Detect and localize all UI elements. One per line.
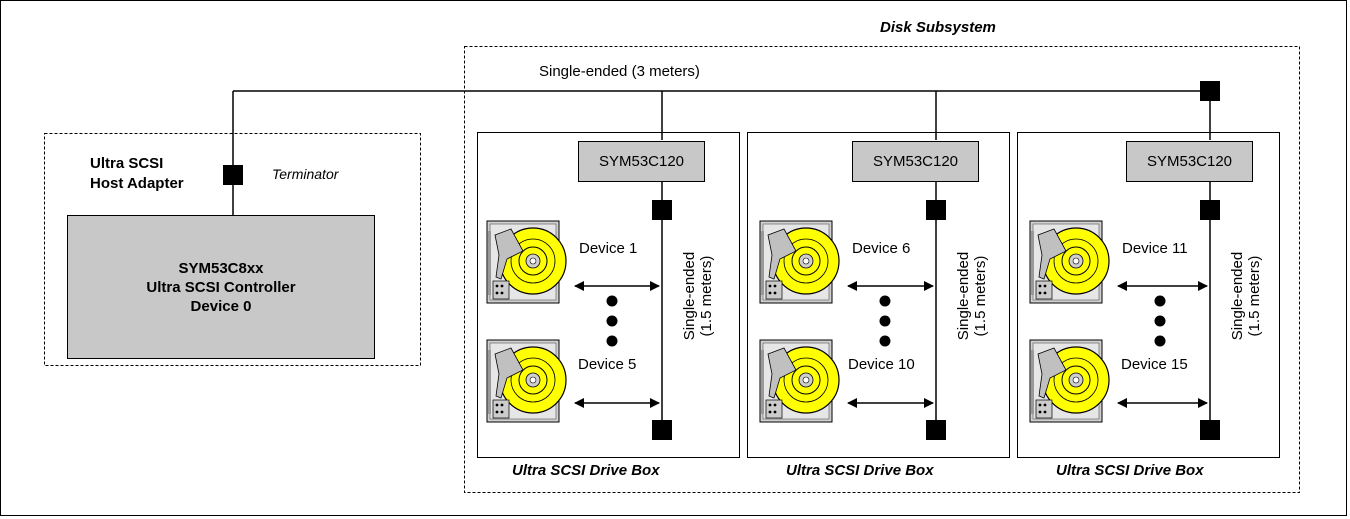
internal-buses [661, 182, 1211, 424]
hard-drive-icon [759, 339, 840, 423]
ellipsis-dots [606, 295, 1166, 347]
terminator-icon [652, 200, 672, 220]
hard-drive-icon [1029, 220, 1110, 304]
main-bus-label: Single-ended (3 meters) [539, 63, 700, 80]
device-label-top: Device 11 [1122, 240, 1188, 257]
device-label-bottom: Device 10 [848, 356, 915, 373]
terminator-icon [926, 420, 946, 440]
expander-chip: SYM53C120 [1126, 141, 1253, 182]
drive-box-caption: Ultra SCSI Drive Box [512, 462, 660, 479]
drive-box-2-outline [747, 132, 1010, 458]
terminators [223, 81, 1220, 440]
drive-box-caption: Ultra SCSI Drive Box [1056, 462, 1204, 479]
hard-drive-icon [1029, 339, 1110, 423]
terminator-label: Terminator [272, 166, 339, 182]
expander-chip: SYM53C120 [578, 141, 705, 182]
expander-chip: SYM53C120 [852, 141, 979, 182]
main-bus [232, 90, 1211, 215]
drive-box-1-outline [477, 132, 740, 458]
device-label-bottom: Device 15 [1121, 356, 1188, 373]
controller-line2: Ultra SCSI Controller [146, 278, 296, 296]
terminator-icon [926, 200, 946, 220]
hard-drive-icon [486, 339, 567, 423]
device-label-top: Device 6 [852, 240, 911, 257]
terminator-icon [1200, 420, 1220, 440]
disk-subsystem-outline [464, 46, 1300, 493]
disk-subsystem-title: Disk Subsystem [880, 19, 996, 36]
box-bus-label: Single-ended (1.5 meters) [955, 251, 989, 341]
terminator-icon [652, 420, 672, 440]
host-adapter-title-line1: Ultra SCSI [90, 155, 164, 172]
box-bus-label: Single-ended (1.5 meters) [1229, 251, 1263, 341]
device-links [574, 281, 1208, 408]
drive-box-3-outline [1017, 132, 1280, 458]
hard-drive-icon [759, 220, 840, 304]
bus-end-terminator-icon [1200, 81, 1220, 101]
host-adapter-title-line2: Host Adapter [90, 175, 184, 192]
device-label-bottom: Device 5 [578, 356, 637, 373]
host-terminator-icon [223, 165, 243, 185]
terminator-icon [1200, 200, 1220, 220]
device-label-top: Device 1 [579, 240, 638, 257]
drive-box-caption: Ultra SCSI Drive Box [786, 462, 934, 479]
controller-line3: Device 0 [190, 297, 252, 315]
box-bus-label: Single-ended (1.5 meters) [681, 251, 715, 341]
controller-line1: SYM53C8xx [178, 259, 264, 277]
scsi-controller: SYM53C8xx Ultra SCSI Controller Device 0 [67, 215, 375, 359]
hard-drive-icon [486, 220, 567, 304]
